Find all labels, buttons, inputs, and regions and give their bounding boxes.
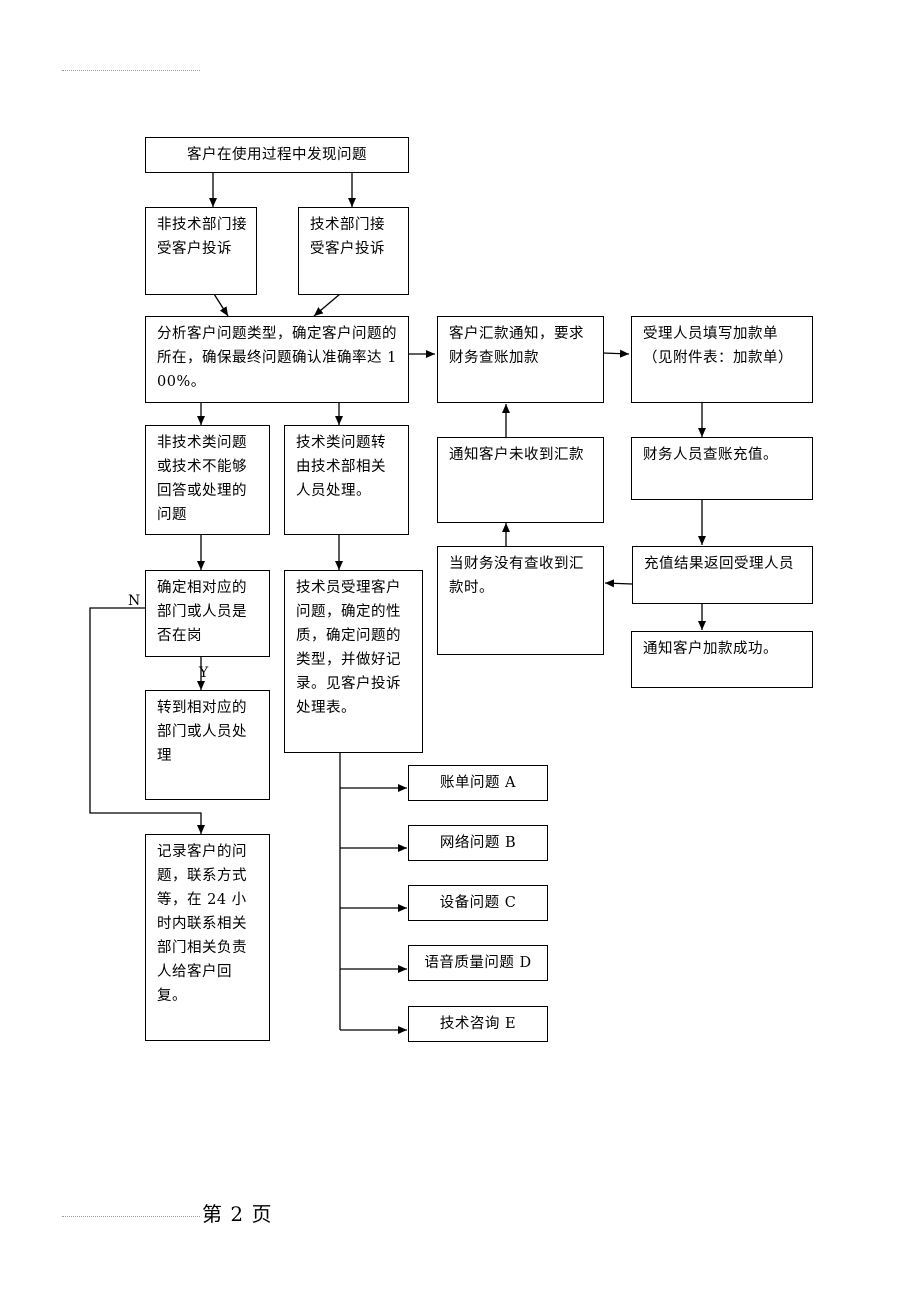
transfer-box: 转到相对应的部门或人员处理 [145,690,270,800]
fill-form-box: 受理人员填写加款单（见附件表：加款单） [631,316,813,403]
nontech-issue-text: 非技术类问题或技术不能够回答或处理的问题 [157,435,247,523]
no-label: N [128,593,141,609]
remit-text: 客户汇款通知，要求财务查账加款 [449,326,584,366]
arrow-tech-analyze [313,293,341,317]
bill-issue-text: 账单问题 A [439,775,517,791]
analyze-box: 分析客户问题类型，确定客户问题的所在，确保最终问题确认准确率达 100%。 [145,316,409,403]
confirm-staff-box: 确定相对应的部门或人员是否在岗 [145,570,270,657]
voice-issue-text: 语音质量问题 D [424,955,532,971]
notify-not-received-box: 通知客户未收到汇款 [437,437,604,523]
technician-text: 技术员受理客户问题，确定的性质，确定问题的类型，并做好记录。见客户投诉处理表。 [296,580,401,716]
confirm-staff-text: 确定相对应的部门或人员是否在岗 [157,580,247,644]
start-box: 客户在使用过程中发现问题 [145,137,409,173]
notify-not-received-text: 通知客户未收到汇款 [449,447,584,463]
network-issue-box: 网络问题 B [408,825,548,861]
finance-not-found-box: 当财务没有查收到汇款时。 [437,546,604,655]
header-rule [62,70,200,71]
tech-issue-box: 技术类问题转由技术部相关人员处理。 [284,425,409,535]
consult-box: 技术咨询 E [408,1006,548,1042]
analyze-text: 分析客户问题类型，确定客户问题的所在，确保最终问题确认准确率达 100%。 [157,326,397,390]
voice-issue-box: 语音质量问题 D [408,945,548,981]
nontech-dept-text: 非技术部门接受客户投诉 [157,217,247,257]
finance-recharge-text: 财务人员查账充值。 [643,447,778,463]
consult-text: 技术咨询 E [439,1016,517,1032]
page-number: 第 2 页 [202,1202,273,1226]
return-result-text: 充值结果返回受理人员 [644,556,794,572]
nontech-dept-box: 非技术部门接受客户投诉 [145,207,257,295]
remit-box: 客户汇款通知，要求财务查账加款 [437,316,604,403]
network-issue-text: 网络问题 B [439,835,517,851]
technician-box: 技术员受理客户问题，确定的性质，确定问题的类型，并做好记录。见客户投诉处理表。 [284,570,423,753]
record-box: 记录客户的问题，联系方式等，在 24 小时内联系相关部门相关负责人给客户回复。 [145,834,270,1041]
tech-dept-text: 技术部门接受客户投诉 [310,217,385,257]
device-issue-text: 设备问题 C [439,895,517,911]
arrow-remit-fill [602,349,630,358]
start-text: 客户在使用过程中发现问题 [187,147,367,163]
tech-issue-text: 技术类问题转由技术部相关人员处理。 [296,435,386,499]
return-result-box: 充值结果返回受理人员 [632,546,813,604]
yes-label: Y [199,665,209,681]
bill-issue-box: 账单问题 A [408,765,548,801]
arrow-nontech-analyze [213,293,229,317]
notify-success-text: 通知客户加款成功。 [643,641,778,657]
tech-dept-box: 技术部门接受客户投诉 [298,207,409,295]
device-issue-box: 设备问题 C [408,885,548,921]
record-text: 记录客户的问题，联系方式等，在 24 小时内联系相关部门相关负责人给客户回复。 [157,844,247,1004]
arrow-return-financenotfound [604,579,633,588]
notify-success-box: 通知客户加款成功。 [631,631,813,688]
nontech-issue-box: 非技术类问题或技术不能够回答或处理的问题 [145,425,270,535]
arrow-confirm-no-record [89,607,205,834]
transfer-text: 转到相对应的部门或人员处理 [157,700,247,764]
fill-form-text: 受理人员填写加款单（见附件表：加款单） [643,326,793,366]
footer-rule [62,1216,200,1217]
finance-not-found-text: 当财务没有查收到汇款时。 [449,556,584,596]
finance-recharge-box: 财务人员查账充值。 [631,437,813,500]
